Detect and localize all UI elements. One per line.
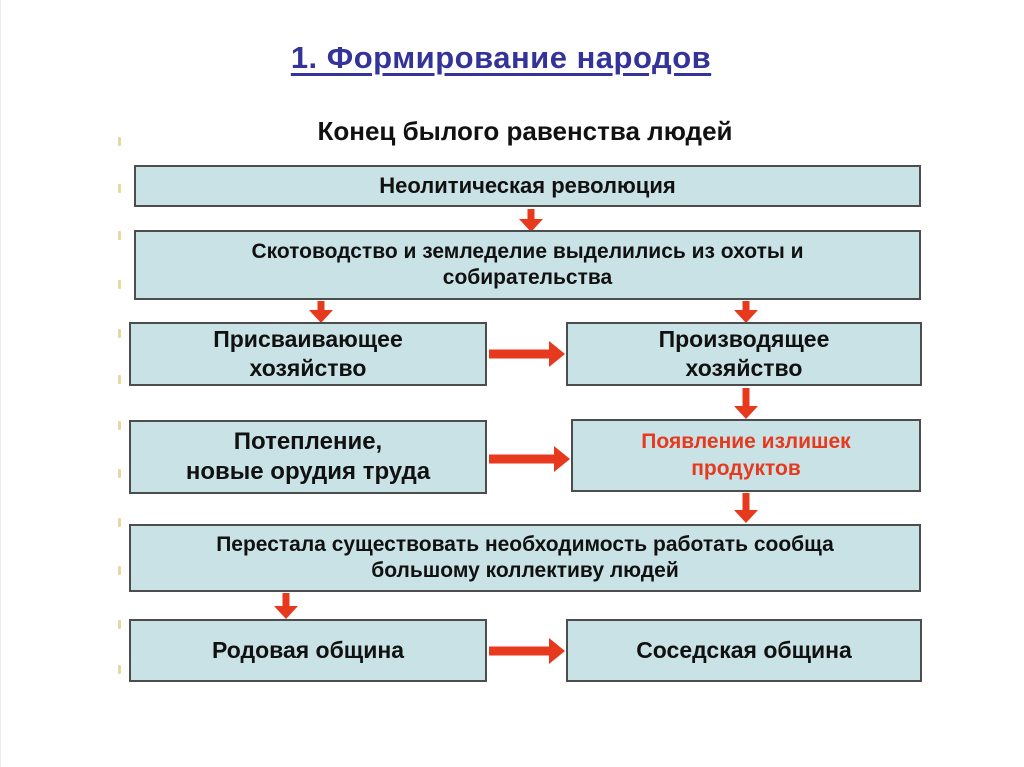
arrow-shaft [527,209,535,219]
margin-tick [118,184,121,193]
arrow-shaft [282,593,290,606]
arrow-head [309,310,333,323]
arrow-head [549,341,565,367]
box-producing-economy: Производящее хозяйство [566,322,922,386]
arrow-head [734,510,758,523]
right-arrow-icon [489,445,570,473]
box-neighbor-community: Соседская община [566,619,922,682]
down-arrow-icon [734,388,758,419]
arrow-head [274,606,298,619]
arrow-head [554,446,570,472]
margin-tick [118,469,121,478]
arrow-shaft [742,301,750,310]
arrow-shaft [489,646,550,656]
margin-tick [118,566,121,575]
margin-tick [118,665,121,674]
box-clan-community: Родовая община [129,619,487,682]
box-neolithic-revolution: Неолитическая революция [134,165,921,207]
arrow-head [734,406,758,419]
down-arrow-icon [734,301,758,323]
diagram-subtitle: Конец былого равенства людей [317,116,733,146]
page-title: 1. Формирование народов [290,40,712,75]
margin-tick [118,231,121,240]
arrow-head [519,219,543,232]
down-arrow-icon [519,209,543,232]
arrow-shaft [489,454,555,464]
box-cattle-farming: Скотоводство и земледелие выделились из … [134,230,921,300]
margin-tick [118,280,121,289]
margin-tick [118,620,121,629]
box-no-need-collective-work: Перестала существовать необходимость раб… [129,524,921,592]
margin-tick [118,518,121,527]
box-appropriating-economy: Присваивающее хозяйство [129,322,487,386]
arrow-shaft [317,301,325,310]
box-warming-new-tools: Потепление, новые орудия труда [129,420,487,494]
arrow-shaft [742,388,750,406]
margin-tick [118,329,121,338]
box-surplus-products: Появление излишек продуктов [571,419,921,492]
margin-tick [118,375,121,384]
down-arrow-icon [309,301,333,323]
down-arrow-icon [734,493,758,523]
right-arrow-icon [489,637,565,665]
arrow-head [549,638,565,664]
down-arrow-icon [274,593,298,619]
arrow-shaft [742,493,750,510]
arrow-head [734,310,758,323]
margin-tick [118,137,121,146]
arrow-shaft [489,349,550,359]
margin-tick [118,421,121,430]
right-arrow-icon [489,340,565,368]
